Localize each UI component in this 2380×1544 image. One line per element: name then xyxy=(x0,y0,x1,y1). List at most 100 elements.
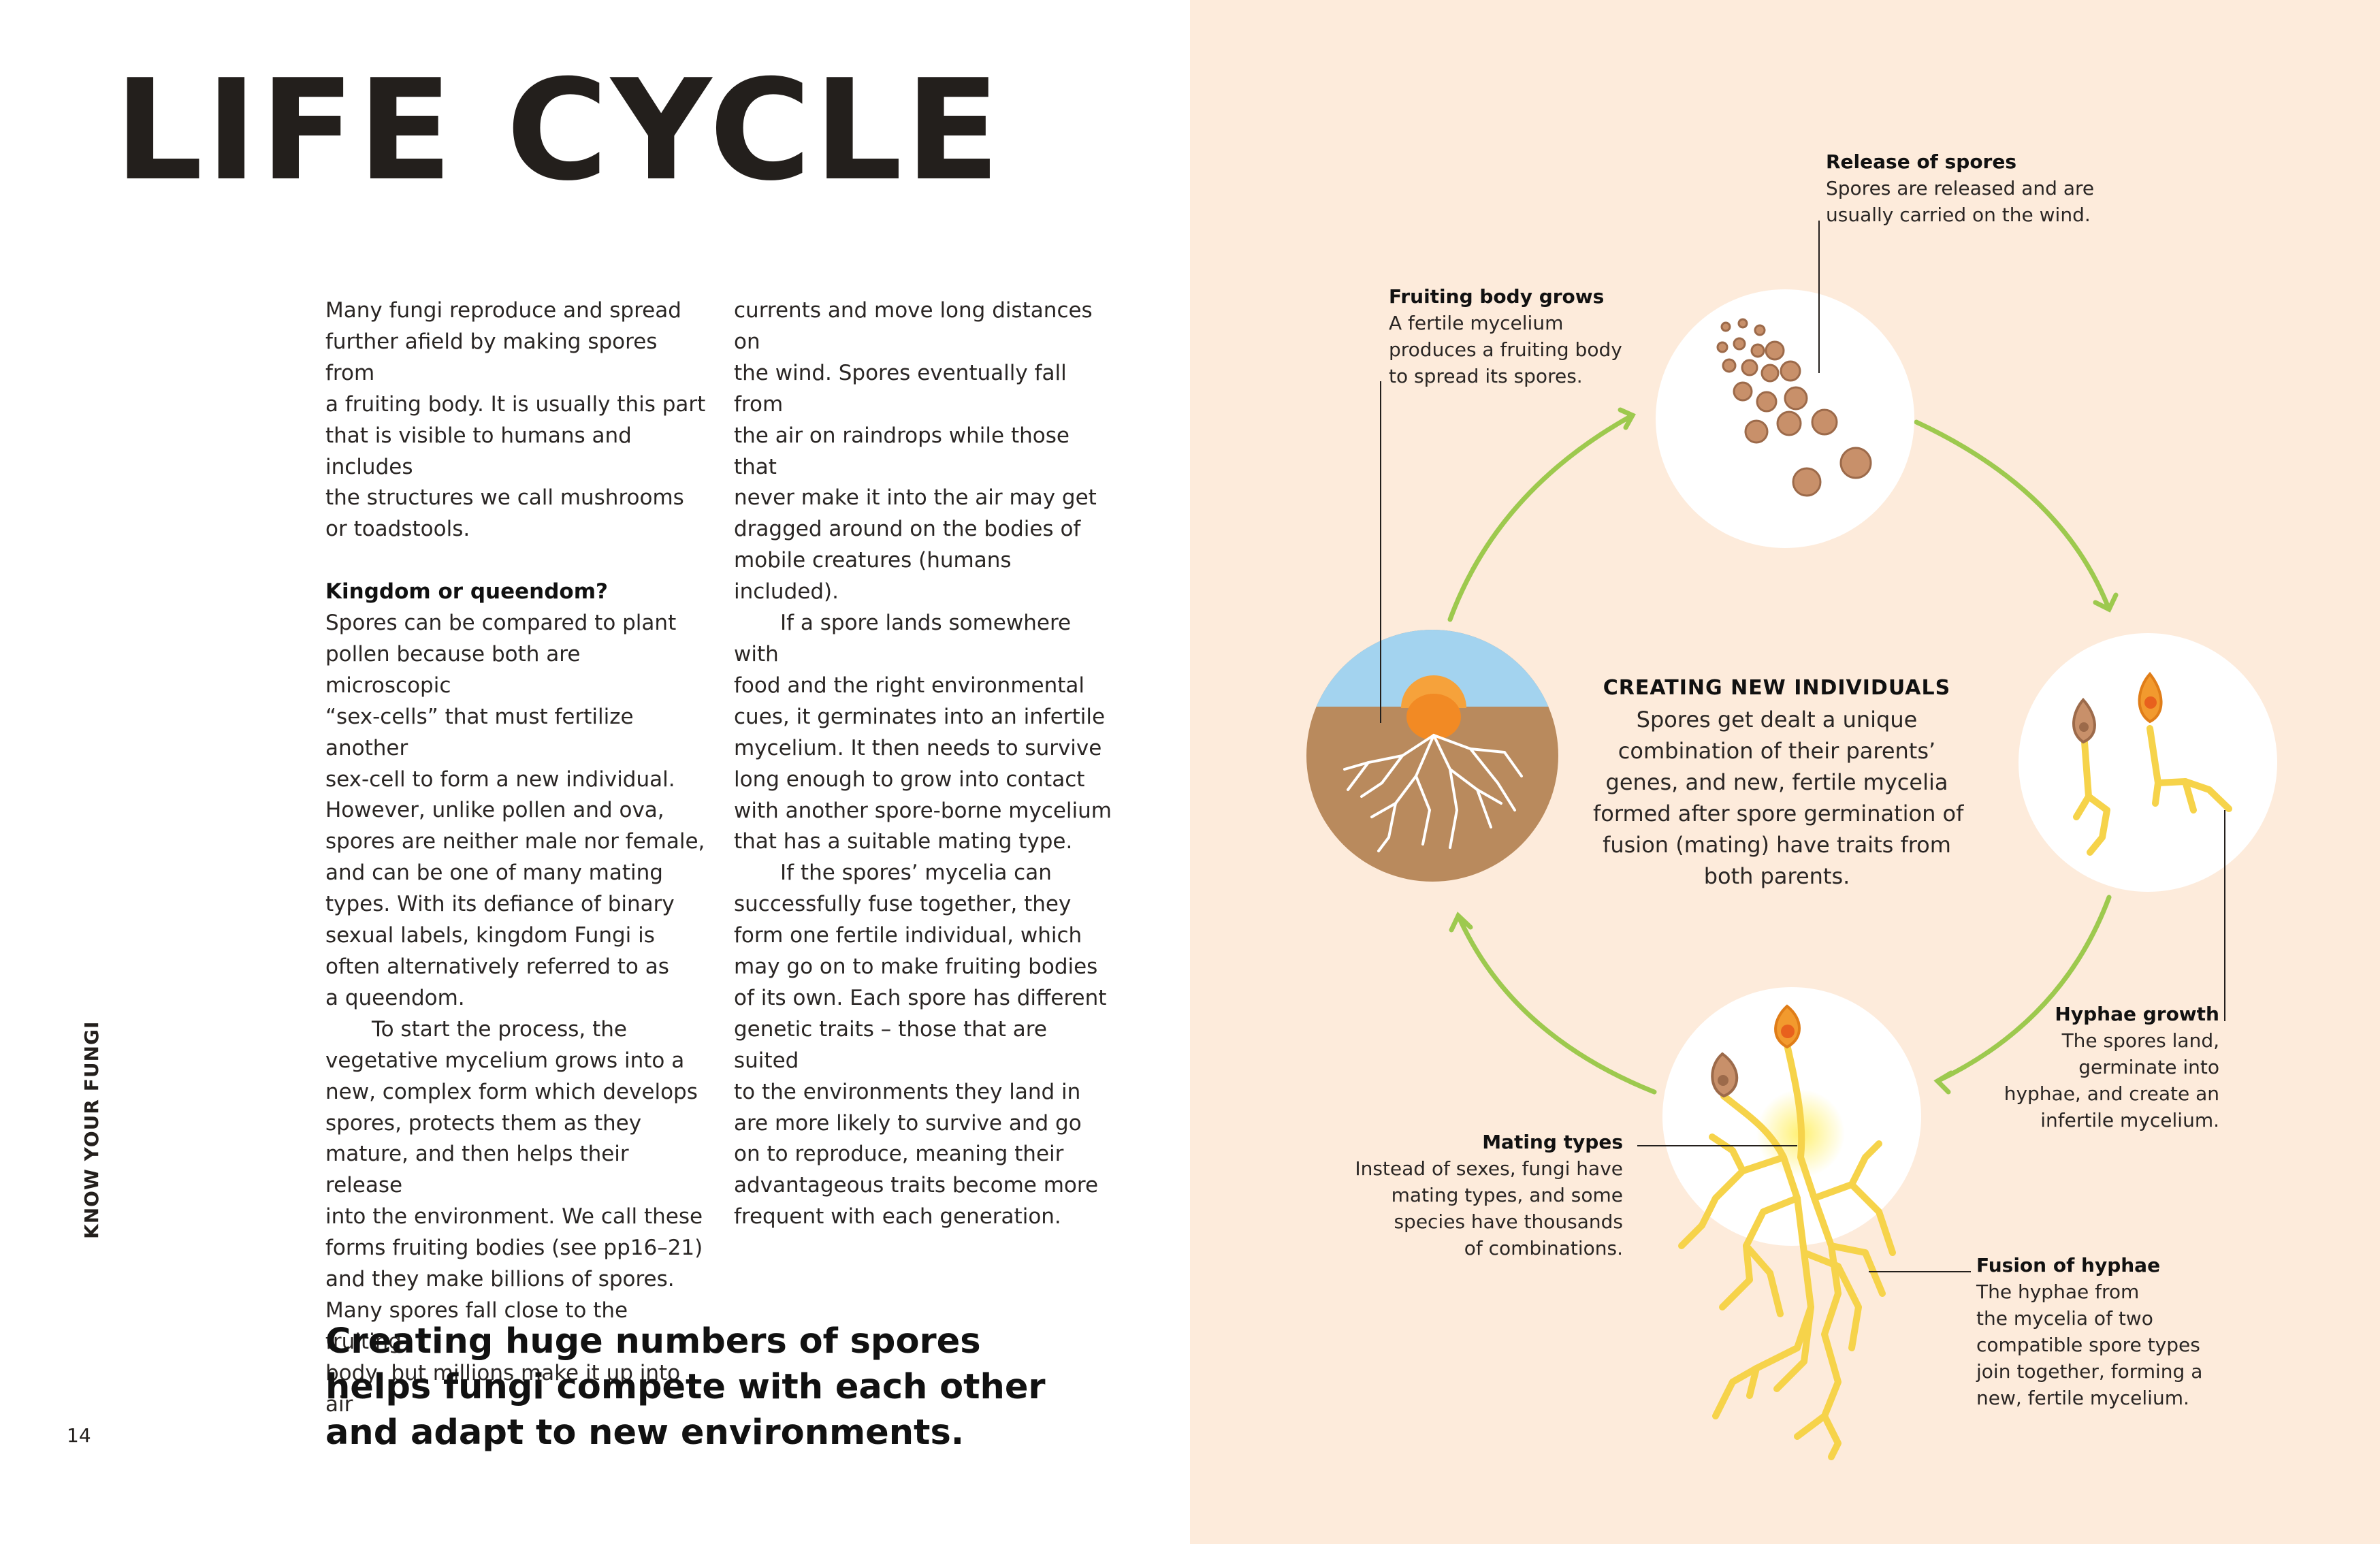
arrow-to-release xyxy=(1447,413,1635,622)
label-line: usually carried on the wind. xyxy=(1826,204,2091,226)
left-page: LIFE CYCLE Many fungi reproduce and spre… xyxy=(67,52,1115,1455)
text-line: often alternatively referred to as xyxy=(325,954,669,980)
label-line: new, fertile mycelium. xyxy=(1976,1387,2189,1409)
paragraph: Many fungi reproduce and spread further … xyxy=(325,295,707,545)
text-line: that has a suitable mating type. xyxy=(734,829,1073,854)
pull-quote: Creating huge numbers of spores helps fu… xyxy=(325,1319,1074,1455)
label-line: produces a fruiting body xyxy=(1389,338,1622,361)
text-line: advantageous traits become more xyxy=(734,1173,1099,1198)
label-line: mating types, and some xyxy=(1391,1184,1623,1206)
label-line: The spores land, xyxy=(2061,1029,2219,1052)
paragraph: currents and move long distances on the … xyxy=(734,295,1115,608)
label-line: of combinations. xyxy=(1464,1237,1623,1259)
text-line: never make it into the air may get xyxy=(734,485,1097,511)
text-line: genetic traits – those that are suited xyxy=(734,1016,1047,1073)
center-line: fusion (mating) have traits from xyxy=(1603,832,1951,858)
text-column-1: Many fungi reproduce and spread further … xyxy=(325,295,707,1421)
text-line: long enough to grow into contact xyxy=(734,767,1085,792)
fruiting-body-in-soil-icon xyxy=(1306,381,1558,882)
germinating-spores-icon xyxy=(2019,633,2277,1021)
text-line: with another spore-borne mycelium xyxy=(734,798,1112,823)
arrow-to-fruiting xyxy=(1456,913,1657,1095)
arrow-to-hyphae xyxy=(1914,419,2112,612)
label-line: join together, forming a xyxy=(1976,1360,2203,1383)
text-line: form one fertile individual, which xyxy=(734,923,1082,948)
text-line: sex-cell to form a new individual. xyxy=(325,767,675,792)
text-line: To start the process, the xyxy=(372,1016,627,1042)
text-line: dragged around on the bodies of xyxy=(734,517,1081,542)
text-line: successfully fuse together, they xyxy=(734,892,1072,917)
section-heading: Kingdom or queendom? xyxy=(325,579,609,605)
page-number: 14 xyxy=(67,1424,91,1447)
label-heading: Fruiting body grows xyxy=(1389,285,1605,308)
text-line: the air on raindrops while those that xyxy=(734,423,1070,479)
text-line: or toadstools. xyxy=(325,517,470,542)
center-line: formed after spore germination of xyxy=(1593,801,1964,826)
label-heading: Release of spores xyxy=(1826,150,2017,173)
text-line: into the environment. We call these xyxy=(325,1204,703,1229)
label-heading: Mating types xyxy=(1482,1131,1623,1153)
text-line: However, unlike pollen and ova, xyxy=(325,798,664,823)
label-line: Spores are released and are xyxy=(1826,177,2095,199)
text-line: the wind. Spores eventually fall from xyxy=(734,360,1067,417)
text-line: a queendom. xyxy=(325,985,465,1010)
paragraph: Spores can be compared to plant pollen b… xyxy=(325,608,707,1014)
label-line: to spread its spores. xyxy=(1389,365,1583,387)
text-line: vegetative mycelium grows into a xyxy=(325,1048,685,1073)
text-line: mature, and then helps their release xyxy=(325,1142,629,1198)
paragraph: To start the process, the vegetative myc… xyxy=(325,1014,707,1421)
text-line: mobile creatures (humans included). xyxy=(734,548,1012,605)
center-line: Spores get dealt a unique xyxy=(1636,707,1918,733)
text-line: and can be one of many mating xyxy=(325,861,663,886)
text-line: of its own. Each spore has different xyxy=(734,985,1107,1010)
arrow-to-mating xyxy=(1935,895,2112,1084)
text-line: Many fungi reproduce and spread xyxy=(325,298,681,323)
text-line: frequent with each generation. xyxy=(734,1204,1061,1229)
text-line: are more likely to survive and go xyxy=(734,1110,1082,1136)
label-heading: Hyphae growth xyxy=(2055,1003,2219,1025)
label-line: Instead of sexes, fungi have xyxy=(1355,1157,1623,1180)
text-line: body, but millions make it up into air xyxy=(325,1360,681,1417)
text-line: cues, it germinates into an infertile xyxy=(734,704,1106,729)
center-caption: CREATING NEW INDIVIDUALS Spores get deal… xyxy=(1593,673,1964,892)
label-fruiting-body-grows: Fruiting body grows A fertile mycelium p… xyxy=(1389,283,1622,389)
label-heading: Fusion of hyphae xyxy=(1976,1254,2161,1276)
center-heading: CREATING NEW INDIVIDUALS xyxy=(1603,676,1951,700)
text-line: “sex-cells” that must fertilize another xyxy=(325,704,634,760)
label-mating-types: Mating types Instead of sexes, fungi hav… xyxy=(1334,1129,1623,1261)
text-line: currents and move long distances on xyxy=(734,298,1093,354)
text-line: If a spore lands somewhere with xyxy=(734,611,1072,666)
pull-quote-line: Creating huge numbers of spores xyxy=(325,1321,981,1362)
section-side-label: KNOW YOUR FUNGI xyxy=(80,1020,103,1239)
text-line: the structures we call mushrooms xyxy=(325,485,684,511)
life-cycle-diagram xyxy=(1306,221,2277,1460)
center-line: genes, and new, fertile mycelia xyxy=(1605,769,1948,795)
spore-cluster-icon xyxy=(1656,221,1914,548)
label-hyphae-growth: Hyphae growth The spores land, germinate… xyxy=(1961,1001,2219,1133)
text-line: If the spores’ mycelia can xyxy=(780,861,1052,886)
text-line: Spores can be compared to plant xyxy=(325,611,677,636)
text-line: spores are neither male nor female, xyxy=(325,829,705,854)
label-line: the mycelia of two xyxy=(1976,1307,2153,1330)
text-line: and they make billions of spores. xyxy=(325,1267,675,1292)
text-line: spores, protects them as they xyxy=(325,1110,642,1136)
center-line: combination of their parents’ xyxy=(1618,738,1936,764)
text-line: further afield by making spores from xyxy=(325,329,658,385)
text-line: types. With its defiance of binary xyxy=(325,892,675,917)
cycle-arrows-icon xyxy=(1447,407,2119,1095)
text-line: food and the right environmental xyxy=(734,673,1085,698)
text-line: new, complex form which develops xyxy=(325,1079,698,1104)
text-line: that is visible to humans and includes xyxy=(325,423,632,479)
pull-quote-line: and adapt to new environments. xyxy=(325,1413,965,1453)
label-line: hyphae, and create an xyxy=(2004,1082,2219,1105)
text-line: on to reproduce, meaning their xyxy=(734,1142,1064,1167)
text-column-2: currents and move long distances on the … xyxy=(734,295,1115,1233)
fusing-hyphae-icon xyxy=(1637,987,1971,1460)
pull-quote-line: helps fungi compete with each other xyxy=(325,1367,1046,1407)
label-line: species have thousands xyxy=(1394,1210,1623,1233)
text-line: may go on to make fruiting bodies xyxy=(734,954,1098,980)
text-line: pollen because both are microscopic xyxy=(325,641,581,698)
text-line: sexual labels, kingdom Fungi is xyxy=(325,923,655,948)
text-line: a fruiting body. It is usually this part xyxy=(325,391,706,417)
text-line: to the environments they land in xyxy=(734,1079,1081,1104)
